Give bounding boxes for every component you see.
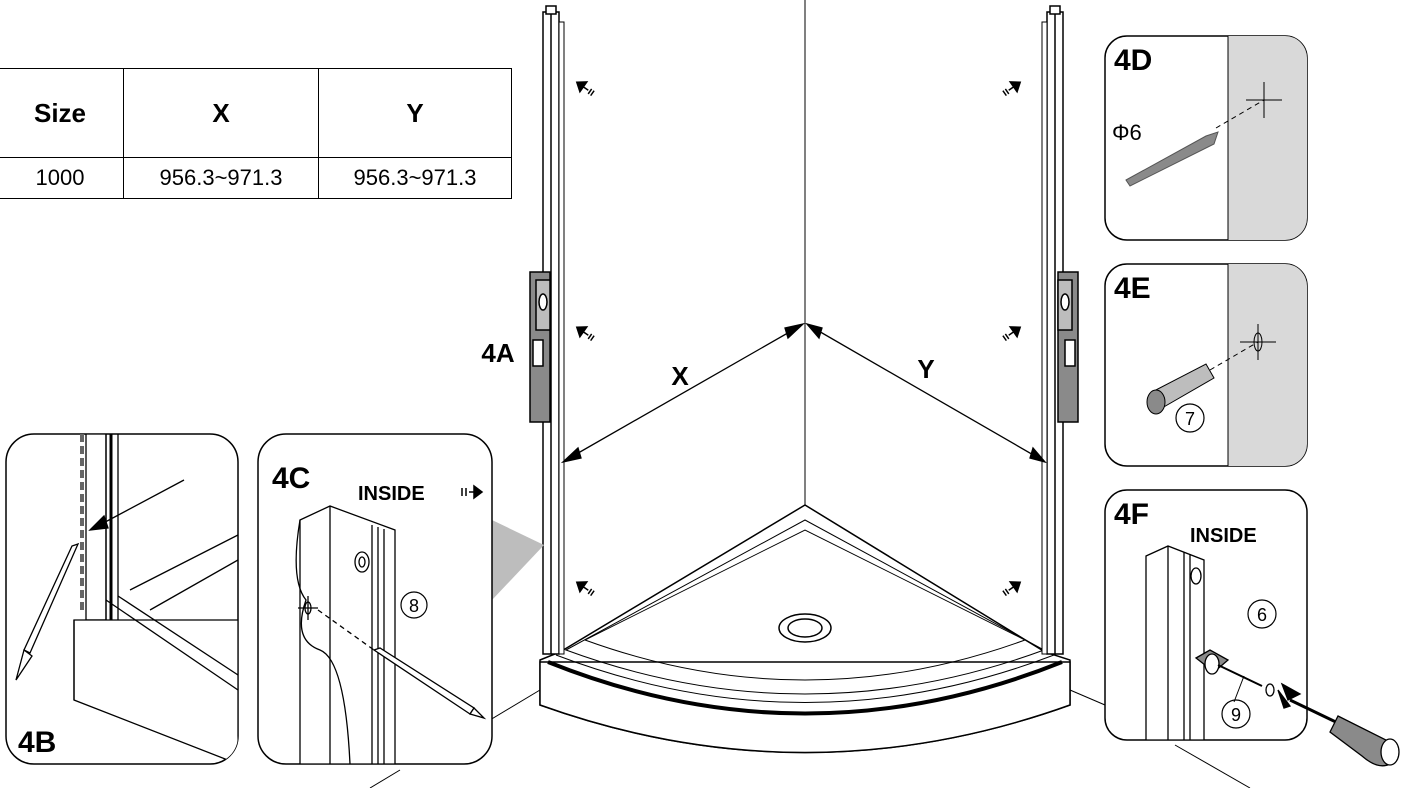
table-row: 1000 956.3~971.3 956.3~971.3: [0, 157, 512, 199]
table-header-x: X: [123, 68, 319, 158]
shower-tray: [539, 504, 1071, 754]
panel-4b: 4B: [5, 433, 239, 765]
table-header-row: Size X Y: [0, 68, 512, 158]
step-4f-label: 4F: [1114, 498, 1149, 531]
inside-arrow-icon-4c: [461, 484, 484, 500]
left-wall-profile: [542, 5, 565, 655]
step-4e-label: 4E: [1114, 272, 1151, 305]
step-4a-label: 4A: [481, 338, 514, 368]
detail-pointer: [492, 520, 544, 600]
part-6-callout: 6: [1257, 605, 1267, 625]
step-4b-label: 4B: [18, 726, 56, 759]
panel-4f: 4F INSIDE 6 9: [1104, 489, 1308, 741]
inward-direction-arrows: [575, 81, 1022, 597]
inside-label-4c: INSIDE: [358, 483, 425, 505]
part-8-callout: 8: [409, 596, 419, 616]
table-cell-x: 956.3~971.3: [123, 157, 319, 199]
right-bracket: [1057, 271, 1079, 423]
panel-4e: 4E 7: [1104, 263, 1308, 467]
step-4c-label: 4C: [272, 462, 310, 495]
panel-4d: 4D Φ6: [1104, 35, 1308, 241]
dimension-y-label: Y: [917, 354, 934, 384]
part-9-callout: 9: [1231, 705, 1241, 725]
table-cell-size: 1000: [0, 157, 124, 199]
dimension-x-label: X: [671, 361, 689, 391]
table-cell-y: 956.3~971.3: [318, 157, 512, 199]
left-bracket: [529, 271, 551, 423]
step-4d-label: 4D: [1114, 44, 1152, 77]
dimension-lines: [560, 322, 1047, 464]
drill-size-label: Φ6: [1112, 120, 1142, 145]
size-table: Size X Y 1000 956.3~971.3 956.3~971.3: [0, 68, 512, 199]
screwdriver-icon: [1217, 664, 1400, 767]
table-header-y: Y: [318, 68, 512, 158]
part-7-callout: 7: [1185, 409, 1195, 429]
panel-4c: 4C INSIDE 8: [257, 433, 493, 765]
table-header-size: Size: [0, 68, 124, 158]
right-wall-profile: [1041, 5, 1064, 655]
inside-label-4f: INSIDE: [1190, 525, 1257, 547]
